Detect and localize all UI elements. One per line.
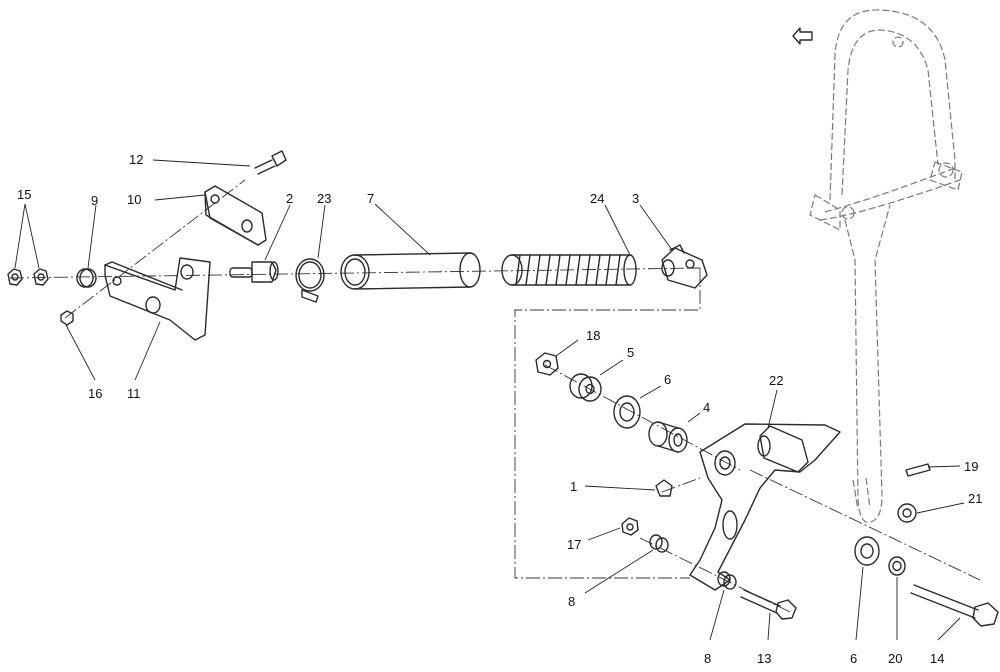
part-17-nut (621, 517, 639, 536)
part-20-washer (888, 556, 906, 576)
hand-pointer-arrow-icon (792, 27, 813, 45)
part-10-plate (204, 185, 267, 246)
callout-17: 17 (567, 537, 581, 552)
part-7-tube (340, 252, 481, 290)
callout-22: 22 (769, 373, 783, 388)
phantom-pedal-arm (809, 9, 963, 523)
part-12-bolt (254, 150, 287, 175)
callout-7: 7 (367, 191, 374, 206)
callout-23: 23 (317, 191, 331, 206)
part-6-washer-lower (854, 536, 880, 566)
part-21-washer (897, 503, 917, 523)
callout-16: 16 (88, 386, 102, 401)
callout-6-lower: 6 (850, 651, 857, 666)
callout-13: 13 (757, 651, 771, 666)
part-9-spacer (76, 268, 97, 288)
assembly-axis-lines (9, 179, 981, 613)
part-15-nuts (7, 268, 49, 286)
callout-3: 3 (632, 191, 639, 206)
part-6-washer-upper (613, 395, 641, 429)
part-8-bushing-left (649, 534, 669, 553)
callout-15: 15 (17, 187, 31, 202)
part-16-nut (60, 310, 74, 326)
callout-2: 2 (286, 191, 293, 206)
part-2-pivot-stud (229, 261, 279, 283)
callout-12: 12 (129, 152, 143, 167)
part-5-bushing (569, 373, 602, 402)
callout-21: 21 (968, 491, 982, 506)
callout-5: 5 (627, 345, 634, 360)
part-22-pedal-lever (689, 423, 841, 591)
callout-numbers: 12 10 15 9 2 23 7 24 3 16 11 18 5 6 4 22… (17, 152, 982, 666)
callout-24: 24 (590, 191, 604, 206)
callout-8-lower: 8 (704, 651, 711, 666)
callout-1: 1 (570, 479, 577, 494)
callout-9: 9 (91, 193, 98, 208)
callout-11: 11 (127, 386, 141, 401)
callout-6-upper: 6 (664, 372, 671, 387)
callout-18: 18 (586, 328, 600, 343)
part-8-bushing-lower (717, 571, 737, 590)
callout-leaders (14, 159, 965, 641)
callout-20: 20 (888, 651, 902, 666)
callout-19: 19 (964, 459, 978, 474)
part-13-bolt (740, 589, 797, 620)
part-11-bracket (104, 257, 211, 341)
part-4-sleeve (648, 421, 688, 453)
part-23-clamp (295, 258, 325, 303)
callout-8-left: 8 (568, 594, 575, 609)
part-3-clevis-end (661, 244, 708, 289)
part-1-grease-fitting (655, 479, 673, 497)
callout-10: 10 (127, 192, 141, 207)
part-14-bolt (910, 584, 999, 627)
part-19-pin (905, 463, 931, 477)
part-18-nut (535, 352, 559, 376)
callout-4: 4 (703, 400, 710, 415)
callout-14: 14 (930, 651, 944, 666)
